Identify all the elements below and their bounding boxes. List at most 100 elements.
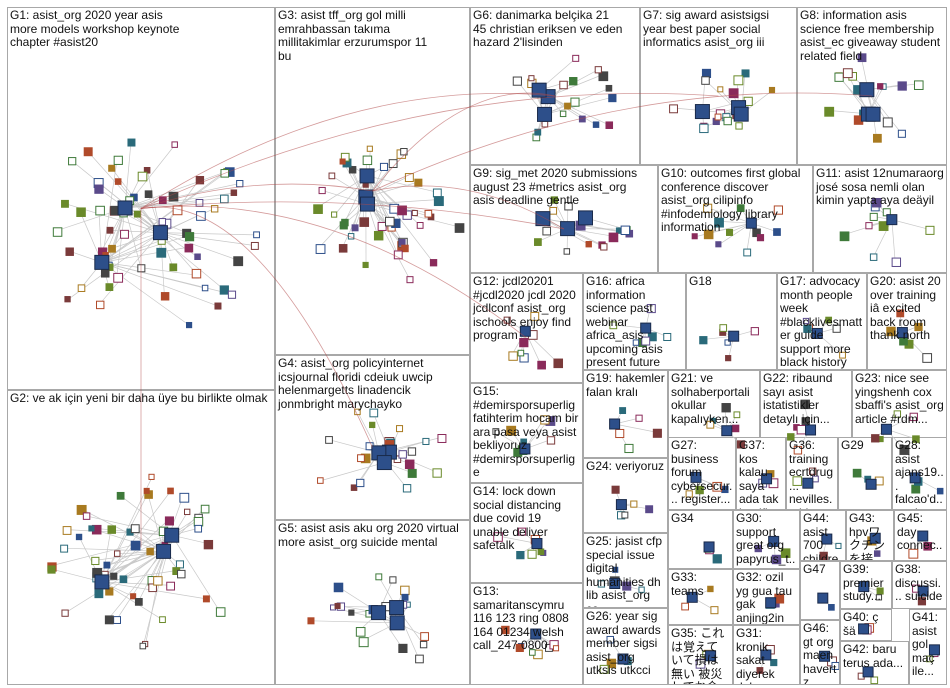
node[interactable] <box>148 473 155 480</box>
node[interactable] <box>401 244 409 253</box>
node[interactable] <box>119 575 128 584</box>
node[interactable] <box>578 115 586 123</box>
hub-node[interactable] <box>917 530 929 542</box>
node[interactable] <box>153 576 163 586</box>
node[interactable] <box>608 232 619 243</box>
node[interactable] <box>796 424 807 435</box>
node[interactable] <box>172 205 183 216</box>
node[interactable] <box>611 485 620 494</box>
node[interactable] <box>158 218 167 226</box>
node[interactable] <box>715 241 722 248</box>
node[interactable] <box>396 425 404 433</box>
node[interactable] <box>886 326 896 337</box>
node[interactable] <box>493 532 503 542</box>
node[interactable] <box>619 407 627 415</box>
hub-node[interactable] <box>690 471 702 483</box>
node[interactable] <box>917 597 927 606</box>
hub-node[interactable] <box>865 478 877 490</box>
node[interactable] <box>219 285 229 295</box>
node[interactable] <box>220 194 229 204</box>
hub-node[interactable] <box>869 532 881 544</box>
node[interactable] <box>76 207 86 217</box>
node[interactable] <box>61 609 69 617</box>
hub-node[interactable] <box>733 106 749 122</box>
node[interactable] <box>714 217 724 228</box>
node[interactable] <box>184 243 194 253</box>
node[interactable] <box>432 188 442 198</box>
node[interactable] <box>104 615 114 625</box>
hub-node[interactable] <box>694 104 710 120</box>
hub-node[interactable] <box>389 615 405 631</box>
node[interactable] <box>437 434 447 443</box>
node[interactable] <box>913 80 924 90</box>
node[interactable] <box>897 81 907 91</box>
hub-node[interactable] <box>862 666 874 678</box>
node[interactable] <box>348 166 357 174</box>
node[interactable] <box>527 549 537 559</box>
hub-node[interactable] <box>805 424 817 436</box>
node[interactable] <box>61 199 69 208</box>
node[interactable] <box>369 421 376 429</box>
node[interactable] <box>912 435 920 443</box>
node[interactable] <box>419 640 428 649</box>
node[interactable] <box>597 580 606 588</box>
node[interactable] <box>148 583 157 593</box>
node[interactable] <box>356 478 365 488</box>
node[interactable] <box>724 339 731 346</box>
node[interactable] <box>605 84 613 92</box>
node[interactable] <box>914 322 923 332</box>
node[interactable] <box>831 661 839 670</box>
hub-node[interactable] <box>768 535 780 547</box>
node[interactable] <box>139 642 147 650</box>
node[interactable] <box>743 248 752 257</box>
hub-node[interactable] <box>745 217 757 229</box>
node[interactable] <box>770 658 778 667</box>
node[interactable] <box>725 228 734 236</box>
node[interactable] <box>899 444 910 455</box>
hub-node[interactable] <box>886 214 898 226</box>
node[interactable] <box>388 159 398 168</box>
node[interactable] <box>185 321 193 329</box>
node[interactable] <box>171 141 178 148</box>
node[interactable] <box>878 221 889 231</box>
node[interactable] <box>752 228 761 238</box>
node[interactable] <box>839 351 846 359</box>
hub-node[interactable] <box>117 200 133 216</box>
node[interactable] <box>517 349 525 357</box>
node[interactable] <box>572 54 580 62</box>
node[interactable] <box>736 204 745 212</box>
node[interactable] <box>339 158 346 165</box>
hub-node[interactable] <box>535 211 551 227</box>
node[interactable] <box>134 597 143 606</box>
node[interactable] <box>825 316 833 324</box>
node[interactable] <box>875 594 883 601</box>
node[interactable] <box>691 233 698 240</box>
node[interactable] <box>909 412 918 422</box>
node[interactable] <box>400 148 408 156</box>
node[interactable] <box>606 658 617 669</box>
node[interactable] <box>432 468 442 478</box>
node[interactable] <box>865 222 873 230</box>
node[interactable] <box>318 186 326 195</box>
node[interactable] <box>923 542 932 551</box>
node[interactable] <box>133 210 141 218</box>
node[interactable] <box>127 138 136 147</box>
node[interactable] <box>669 104 678 114</box>
node[interactable] <box>103 561 111 569</box>
node[interactable] <box>706 420 715 429</box>
hub-node[interactable] <box>617 653 629 665</box>
node[interactable] <box>75 533 83 541</box>
node[interactable] <box>158 196 167 205</box>
node[interactable] <box>936 487 944 495</box>
node[interactable] <box>416 222 424 229</box>
node[interactable] <box>592 121 600 128</box>
node[interactable] <box>130 593 137 600</box>
node[interactable] <box>164 516 174 526</box>
node[interactable] <box>780 548 791 558</box>
node[interactable] <box>195 199 204 207</box>
node[interactable] <box>534 238 542 246</box>
node[interactable] <box>926 655 933 663</box>
node[interactable] <box>236 179 244 188</box>
node[interactable] <box>341 218 349 227</box>
node[interactable] <box>869 212 878 221</box>
